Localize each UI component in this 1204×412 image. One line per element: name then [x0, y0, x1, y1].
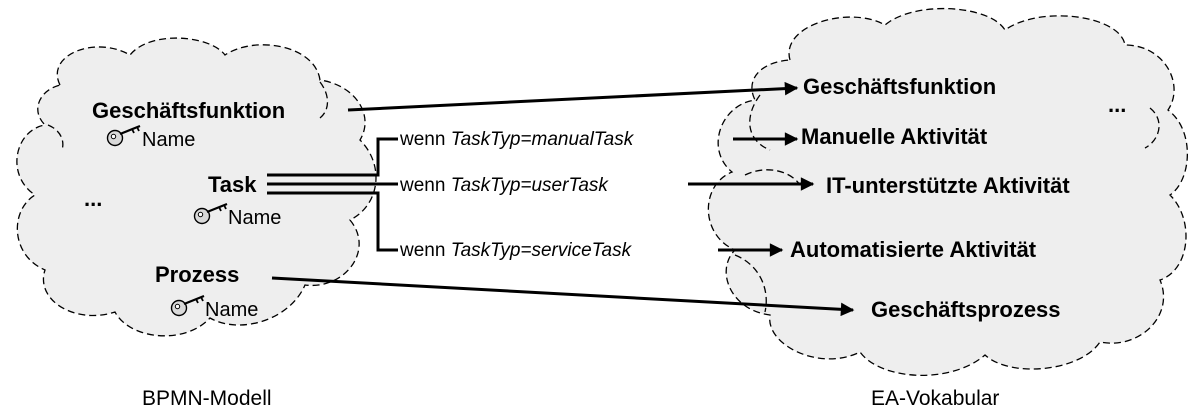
arrow-prozess: [271, 276, 855, 317]
task-connector-manual: [267, 137, 398, 177]
arrow-geschaeftsfunktion: [347, 81, 799, 112]
bpmn-task-attribute: Name: [228, 207, 281, 229]
bpmn-cloud-inner-arc: [319, 81, 329, 119]
condition-user: wenn TaskTyp=userTask: [399, 175, 609, 196]
ea-it-unterstuetzte-aktivitaet-label: IT-unterstützte Aktivität: [826, 173, 1070, 198]
task-connector-service: [267, 191, 398, 252]
bpmn-cloud: [16, 37, 377, 337]
ea-cloud-inner-arc: [749, 94, 771, 151]
ea-geschaeftsprozess-label: Geschäftsprozess: [871, 297, 1061, 322]
ea-cloud: [707, 8, 1188, 377]
bpmn-prozess-label: Prozess: [155, 262, 239, 287]
ea-cloud-inner-arc: [734, 254, 767, 313]
ea-caption: EA-Vokabular: [871, 387, 999, 410]
bpmn-geschaeftsfunktion-label: Geschäftsfunktion: [92, 98, 285, 123]
ea-ellipsis: ...: [1108, 92, 1126, 117]
bpmn-task-label: Task: [208, 172, 257, 197]
condition-manual: wenn TaskTyp=manualTask: [399, 129, 635, 150]
condition-service: wenn TaskTyp=serviceTask: [399, 240, 633, 261]
bpmn-caption: BPMN-Modell: [142, 387, 272, 410]
ea-automatisierte-aktivitaet-label: Automatisierte Aktivität: [790, 237, 1037, 262]
ea-cloud-inner-arc: [1144, 107, 1160, 149]
ea-geschaeftsfunktion-label: Geschäftsfunktion: [803, 74, 996, 99]
bpmn-ellipsis: ...: [84, 186, 102, 211]
ea-manuelle-aktivitaet-label: Manuelle Aktivität: [801, 124, 988, 149]
ea-cloud-inner-arc: [744, 169, 801, 186]
bpmn-geschaeftsfunktion-attribute: Name: [142, 129, 195, 151]
bpmn-cloud-inner-arc: [47, 124, 64, 151]
bpmn-prozess-attribute: Name: [205, 299, 258, 321]
